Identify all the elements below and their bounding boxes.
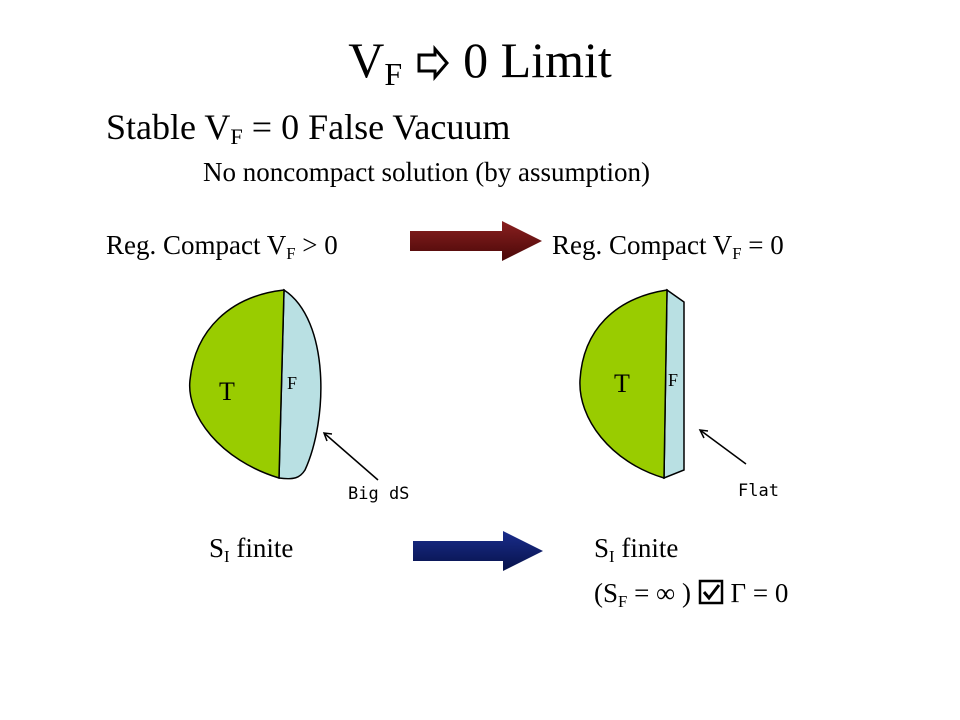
flat-label: Flat <box>738 481 779 501</box>
transition-arrow-bottom <box>413 531 543 571</box>
label-compact-positive: Reg. Compact VF > 0 <box>106 230 338 263</box>
subtitle: Stable VF = 0 False Vacuum <box>106 107 511 149</box>
callout-line-right <box>699 429 747 465</box>
diagram-left: T F Big dS <box>188 288 409 504</box>
right-arrow-icon <box>417 45 449 81</box>
f-label-left: F <box>287 373 297 393</box>
action-finite-left: SI finite <box>209 533 294 566</box>
t-region <box>188 289 285 480</box>
f-region-bulged <box>278 288 322 480</box>
diagram-right: T F Flat <box>579 288 779 501</box>
assumption-note: No noncompact solution (by assumption) <box>203 157 650 187</box>
t-label-right: T <box>614 369 630 398</box>
page-title: VF 0 Limit <box>348 32 612 92</box>
big-ds-label: Big dS <box>348 484 409 504</box>
t-label-left: T <box>219 377 235 406</box>
action-finite-right: SI finite <box>594 533 679 566</box>
t-region <box>579 289 668 480</box>
f-label-right: F <box>668 370 678 390</box>
label-compact-zero: Reg. Compact VF = 0 <box>552 230 784 263</box>
decay-rate-conclusion: (SF = ∞ ) Γ = 0 <box>594 578 789 611</box>
transition-arrow-top <box>410 221 542 261</box>
callout-line-left <box>323 432 379 481</box>
checkbox-icon <box>698 579 724 605</box>
